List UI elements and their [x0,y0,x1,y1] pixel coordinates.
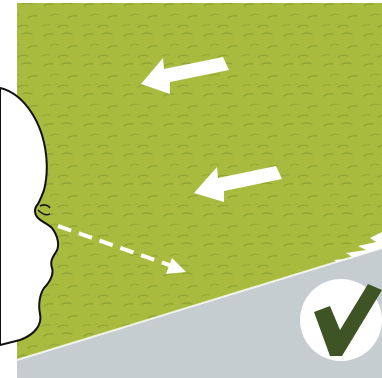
checkmark-icon [300,279,382,361]
